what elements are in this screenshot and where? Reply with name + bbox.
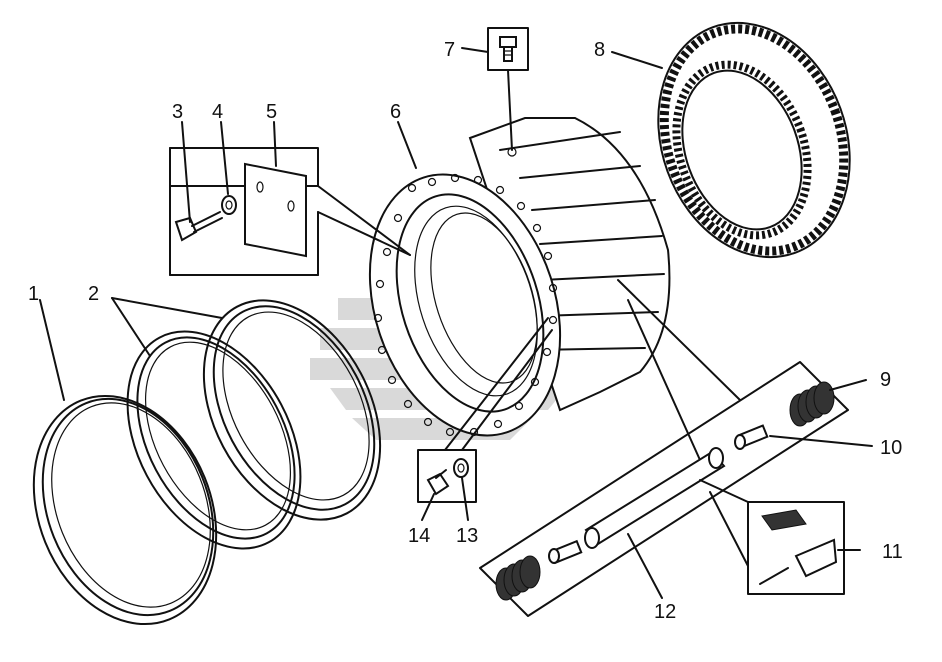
callout-13: 13	[456, 525, 478, 547]
callout-6: 6	[390, 101, 401, 123]
pin-part-10b	[548, 539, 583, 565]
washer-part-13	[453, 458, 469, 478]
washer-part-4	[221, 195, 237, 215]
callout-7: 7	[444, 39, 455, 61]
callout-9: 9	[880, 369, 891, 391]
ring-gear-part-8	[657, 21, 851, 259]
callout-labels: 1 2 3 4 5 6 7 8 9 10 11 12 13 14	[28, 39, 903, 623]
callout-5: 5	[266, 101, 277, 123]
pin-assembly-box	[479, 279, 849, 617]
shaft-part-12	[584, 447, 726, 549]
seal-ring-part-2b	[202, 299, 382, 521]
callout-12: 12	[654, 601, 676, 623]
retaining-ring-part-1	[32, 394, 218, 626]
seal-ring-part-2a	[126, 330, 302, 550]
leader-lines	[39, 47, 873, 599]
callout-1: 1	[28, 283, 39, 305]
pin-part-10	[734, 424, 769, 450]
callout-14: 14	[408, 525, 430, 547]
wheel-hub-housing-part-6	[368, 117, 671, 437]
spring-part-9b	[495, 555, 541, 601]
cover-plate-kit-box	[169, 147, 411, 276]
drain-plug-kit-box	[417, 317, 553, 503]
callout-2: 2	[88, 283, 99, 305]
housing-bolt-holes	[373, 173, 558, 437]
callout-10: 10	[880, 437, 902, 459]
callout-11: 11	[882, 541, 903, 563]
bolt-part-7	[487, 27, 529, 151]
callout-8: 8	[594, 39, 605, 61]
bolt-part-3	[174, 211, 223, 242]
lock-kit-box-part-11	[699, 479, 845, 595]
plug-part-14	[426, 469, 450, 496]
callout-3: 3	[172, 101, 183, 123]
callout-4: 4	[212, 101, 223, 123]
plate-part-5	[244, 162, 307, 258]
spring-part-9	[789, 381, 835, 427]
